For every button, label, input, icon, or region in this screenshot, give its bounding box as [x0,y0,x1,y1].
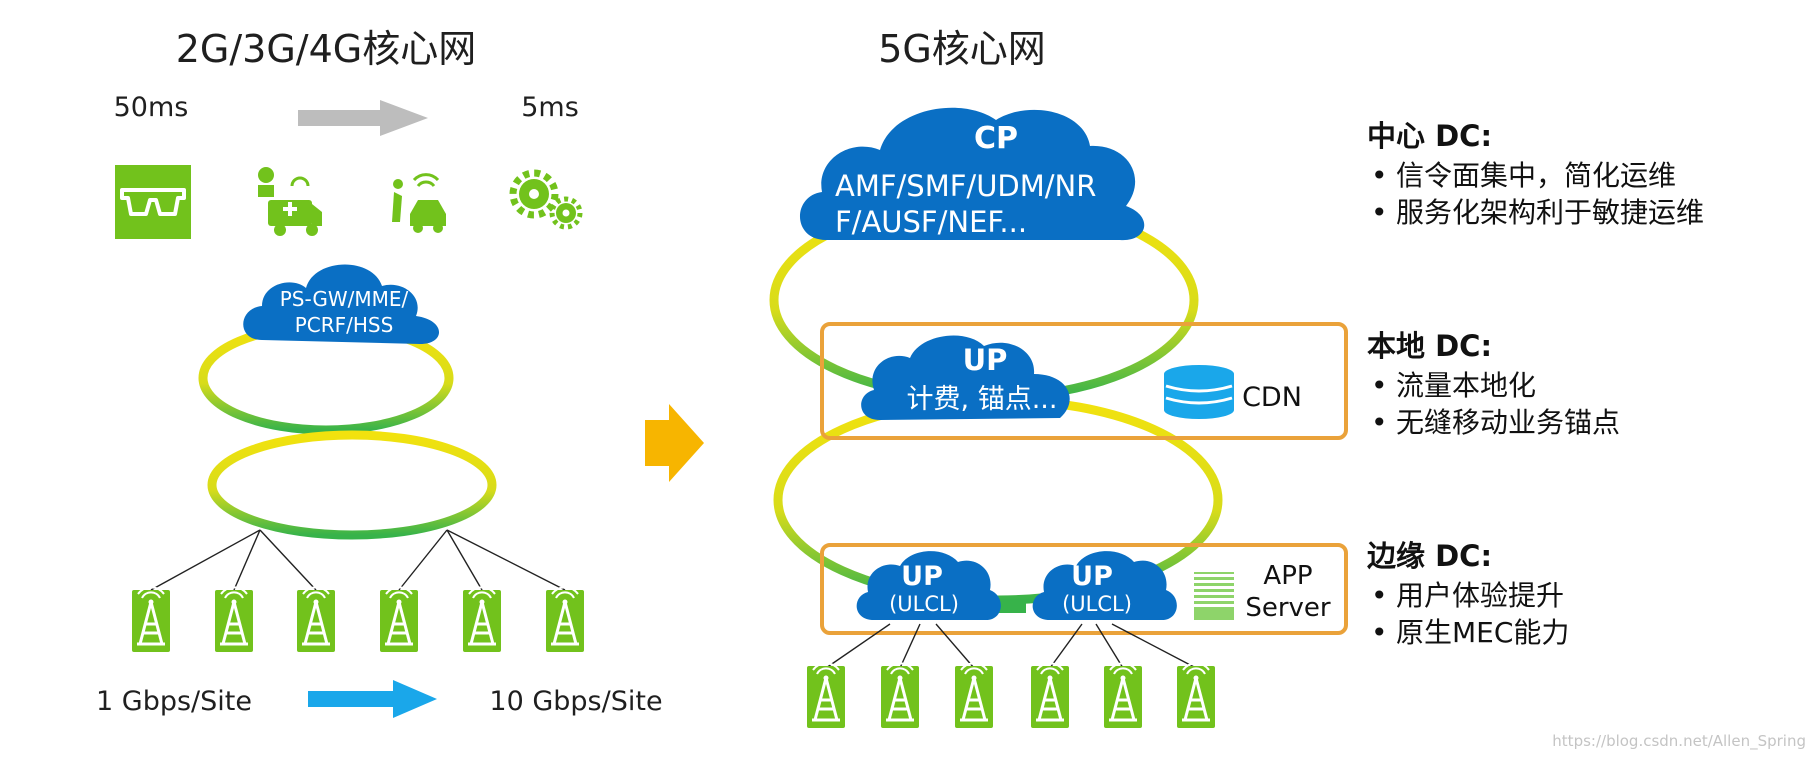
edge-dc-notes: 边缘 DC: • 用户体验提升 • 原生MEC能力 [1367,539,1569,649]
local-dc-notes: 本地 DC: • 流量本地化 • 无缝移动业务锚点 [1367,329,1620,439]
legacy-fanout-lines [150,529,566,591]
bullet: • [1371,159,1388,192]
base-station-icon [879,661,921,730]
bandwidth-after: 10 Gbps/Site [489,686,662,717]
5g-base-stations [805,661,1217,730]
latency-after: 5ms [521,92,579,123]
base-station-icon [1175,661,1217,730]
base-station-icon [544,585,586,654]
base-station-icon [953,661,995,730]
5g-fanout-lines [825,623,1197,669]
gears-icon [509,169,583,230]
legacy-core-cloud-line2: PCRF/HSS [295,313,394,337]
bullet: • [1371,406,1388,439]
app-server-line2: Server [1245,593,1331,623]
center-dc-item: 服务化架构利于敏捷运维 [1396,196,1704,229]
legacy-core-title: 2G/3G/4G核心网 [176,27,476,71]
cp-cloud-label: CP [974,121,1018,156]
cdn-label: CDN [1242,382,1302,413]
5g-core-title: 5G核心网 [878,27,1046,71]
latency-before: 50ms [114,92,189,123]
edge-up-cloud-2: UP (ULCL) [1032,551,1177,620]
local-dc-item: 无缝移动业务锚点 [1396,406,1620,439]
latency-arrow-icon [298,100,428,136]
center-dc-item: 信令面集中，简化运维 [1396,159,1676,192]
vr-glasses-icon [115,165,191,239]
edge-up-1-sub: (ULCL) [889,592,959,616]
base-station-icon [213,585,255,654]
edge-dc-box [820,543,1348,635]
base-station-icon [378,585,420,654]
app-server-icon [1194,572,1234,620]
local-dc-title: 本地 DC: [1367,329,1492,363]
edge-up-1-label: UP [901,561,943,592]
local-dc-box [820,322,1348,440]
cp-cloud-line2: F/AUSF/NEF... [835,205,1027,239]
base-station-icon [295,585,337,654]
connected-car-icon [392,173,446,233]
bandwidth-arrow-icon [308,680,437,718]
center-dc-notes: 中心 DC: • 信令面集中，简化运维 • 服务化架构利于敏捷运维 [1367,119,1704,229]
local-dc-item: 流量本地化 [1396,369,1536,402]
edge-up-2-sub: (ULCL) [1062,592,1132,616]
edge-dc-title: 边缘 DC: [1367,539,1492,573]
app-server-line1: APP [1263,561,1312,591]
base-station-icon [130,585,172,654]
bullet: • [1371,196,1388,229]
edge-up-cloud-1: UP (ULCL) [856,551,1001,620]
edge-dc-item: 用户体验提升 [1396,579,1564,612]
legacy-base-stations [130,585,586,654]
bullet: • [1371,616,1388,649]
center-dc-title: 中心 DC: [1367,119,1492,153]
base-station-icon [461,585,503,654]
cp-cloud-line1: AMF/SMF/UDM/NR [835,169,1096,203]
cp-cloud: CP AMF/SMF/UDM/NR F/AUSF/NEF... [799,107,1145,241]
cdn-storage-icon [1164,365,1234,419]
local-up-cloud: UP 计费, 锚点... [861,335,1070,420]
watermark: https://blog.csdn.net/Allen_Spring [1552,732,1806,751]
evolution-arrow-icon [645,404,704,482]
edge-up-2-label: UP [1071,561,1113,592]
local-up-label: UP [963,343,1008,377]
bullet: • [1371,579,1388,612]
base-station-icon [1102,661,1144,730]
edge-dc-item: 原生MEC能力 [1396,616,1569,649]
local-up-sub: 计费, 锚点... [907,384,1058,415]
legacy-core-cloud-line1: PS-GW/MME/ [280,287,409,311]
base-station-icon [805,661,847,730]
bullet: • [1371,369,1388,402]
bandwidth-before: 1 Gbps/Site [96,686,252,717]
legacy-core-ring-lower [207,430,497,540]
base-station-icon [1029,661,1071,730]
ambulance-icon [258,167,322,236]
legacy-core-cloud: PS-GW/MME/ PCRF/HSS [243,264,440,344]
